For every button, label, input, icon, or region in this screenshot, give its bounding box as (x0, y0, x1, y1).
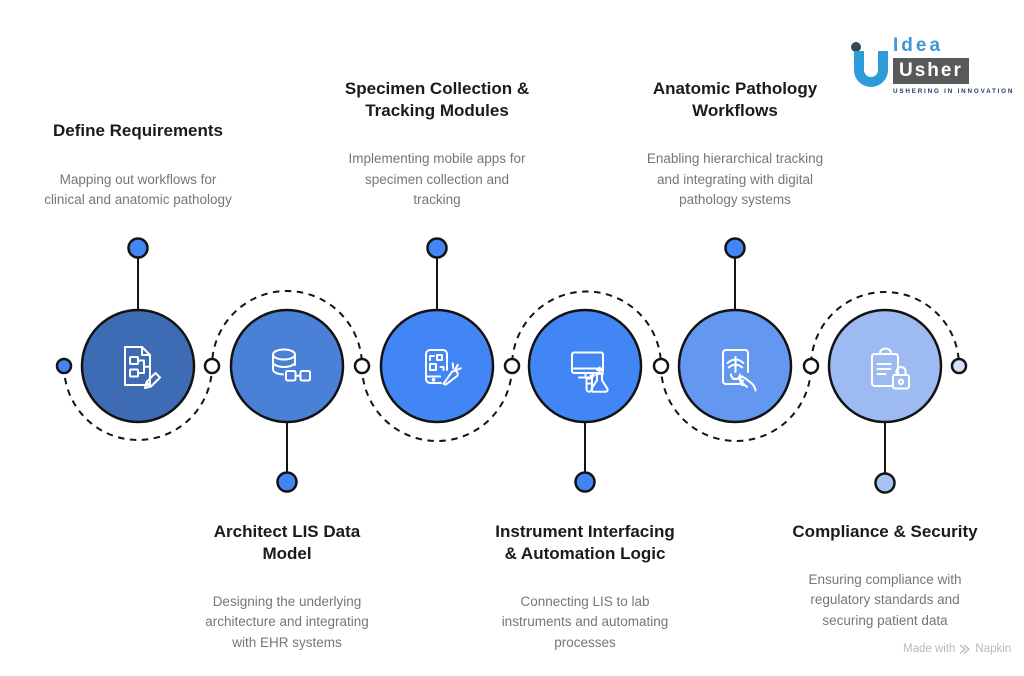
step-text-anatomic-pathology: Anatomic Pathology Workflows Enabling hi… (605, 60, 865, 228)
idea-usher-u-icon (851, 42, 888, 87)
stem-dot (127, 237, 149, 259)
connector-dot-end (950, 357, 968, 375)
step-description: Implementing mobile apps for specimen co… (348, 151, 526, 207)
mobile-qr-specimen-icon (409, 338, 465, 394)
monitor-flask-automation-icon (558, 338, 614, 394)
step-title: Instrument Interfacing & Automation Logi… (495, 522, 675, 564)
document-flowchart-pencil-icon (110, 338, 166, 394)
step-text-define-requirements: Define Requirements Mapping out workflow… (8, 102, 268, 228)
step-description: Enabling hierarchical tracking and integ… (646, 151, 824, 207)
idea-usher-wordmark: Idea Usher USHERING IN INNOVATION (893, 36, 1014, 95)
connector-dot (503, 357, 521, 375)
step-description: Designing the underlying architecture an… (205, 594, 369, 650)
step-description: Ensuring compliance with regulatory stan… (808, 572, 962, 628)
step-title: Define Requirements (52, 121, 224, 141)
idea-usher-logo: Idea Usher USHERING IN INNOVATION (845, 36, 1014, 98)
step-title: Compliance & Security (792, 522, 978, 541)
stem-dot (276, 471, 298, 493)
step-title: Specimen Collection & Tracking Modules (344, 79, 530, 121)
step-circle-1 (80, 308, 196, 424)
made-with-text: Made with (903, 643, 956, 655)
step-description: Connecting LIS to lab instruments and au… (501, 594, 669, 650)
napkin-icon (960, 644, 971, 654)
step-title: Anatomic Pathology Workflows (652, 79, 818, 121)
stem-dot (724, 237, 746, 259)
step-circle-4 (527, 308, 643, 424)
step-description: Mapping out workflows for clinical and a… (44, 171, 232, 207)
connector-dot (802, 357, 820, 375)
step-title: Architect LIS Data Model (213, 522, 361, 564)
made-with-napkin: Made with Napkin (903, 643, 1011, 655)
stem-dot (426, 237, 448, 259)
tablet-pathology-hand-icon (707, 338, 763, 394)
clipboard-lock-icon (857, 338, 913, 394)
connector-dot (652, 357, 670, 375)
connector-dot (353, 357, 371, 375)
logo-usher-text: Usher (893, 58, 969, 84)
connector-dot (203, 357, 221, 375)
step-text-architect-lis-data-model: Architect LIS Data Model Designing the u… (157, 503, 417, 671)
database-integration-icon (259, 338, 315, 394)
napkin-brand-text: Napkin (975, 643, 1012, 655)
step-text-instrument-interfacing: Instrument Interfacing & Automation Logi… (455, 503, 715, 671)
connector-dot-start (55, 357, 73, 375)
step-circle-6 (827, 308, 943, 424)
logo-idea-text: Idea (893, 35, 944, 56)
step-text-specimen-collection: Specimen Collection & Tracking Modules I… (307, 60, 567, 228)
stem-dot (574, 471, 596, 493)
stem-dot (874, 472, 896, 494)
step-text-compliance-security: Compliance & Security Ensuring complianc… (755, 503, 1015, 649)
logo-tagline: USHERING IN INNOVATION (893, 88, 1015, 95)
